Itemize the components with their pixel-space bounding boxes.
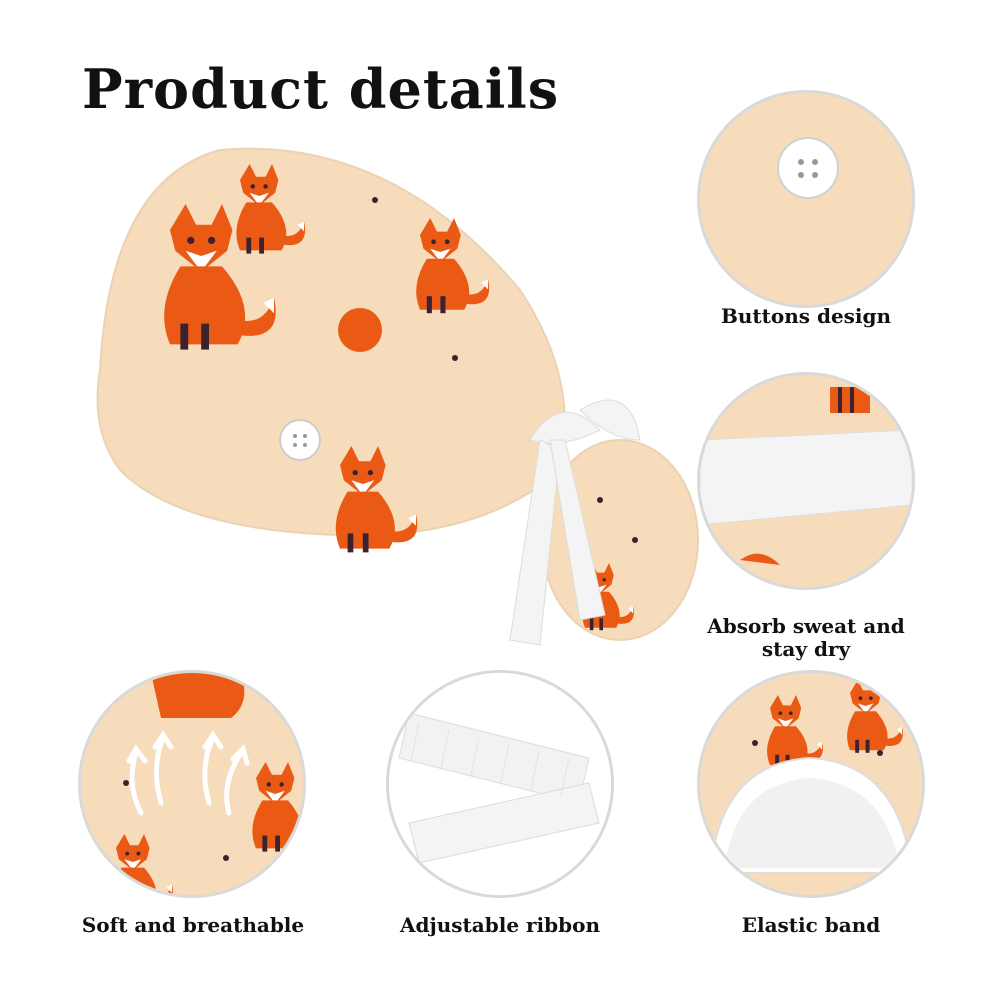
sweatband-detail	[697, 372, 915, 590]
feature-caption: Elastic band	[741, 913, 881, 937]
elastic-band-icon	[700, 673, 922, 895]
feature-caption: Adjustable ribbon	[400, 913, 600, 937]
sweatband-icon	[700, 375, 912, 587]
button-icon	[700, 93, 912, 305]
feature-caption: Buttons design	[720, 304, 892, 328]
buttons-design-detail	[697, 90, 915, 308]
airflow-arrows-icon	[126, 730, 250, 816]
scrub-cap-image	[60, 140, 700, 660]
page-title: Product details	[82, 57, 560, 121]
ribbon-detail	[386, 670, 614, 898]
feature-caption: Absorb sweat and stay dry	[707, 614, 905, 661]
feature-caption: Soft and breathable	[81, 913, 305, 937]
breathable-detail	[78, 670, 306, 898]
elastic-band-detail	[697, 670, 925, 898]
ribbon-icon	[389, 673, 611, 895]
